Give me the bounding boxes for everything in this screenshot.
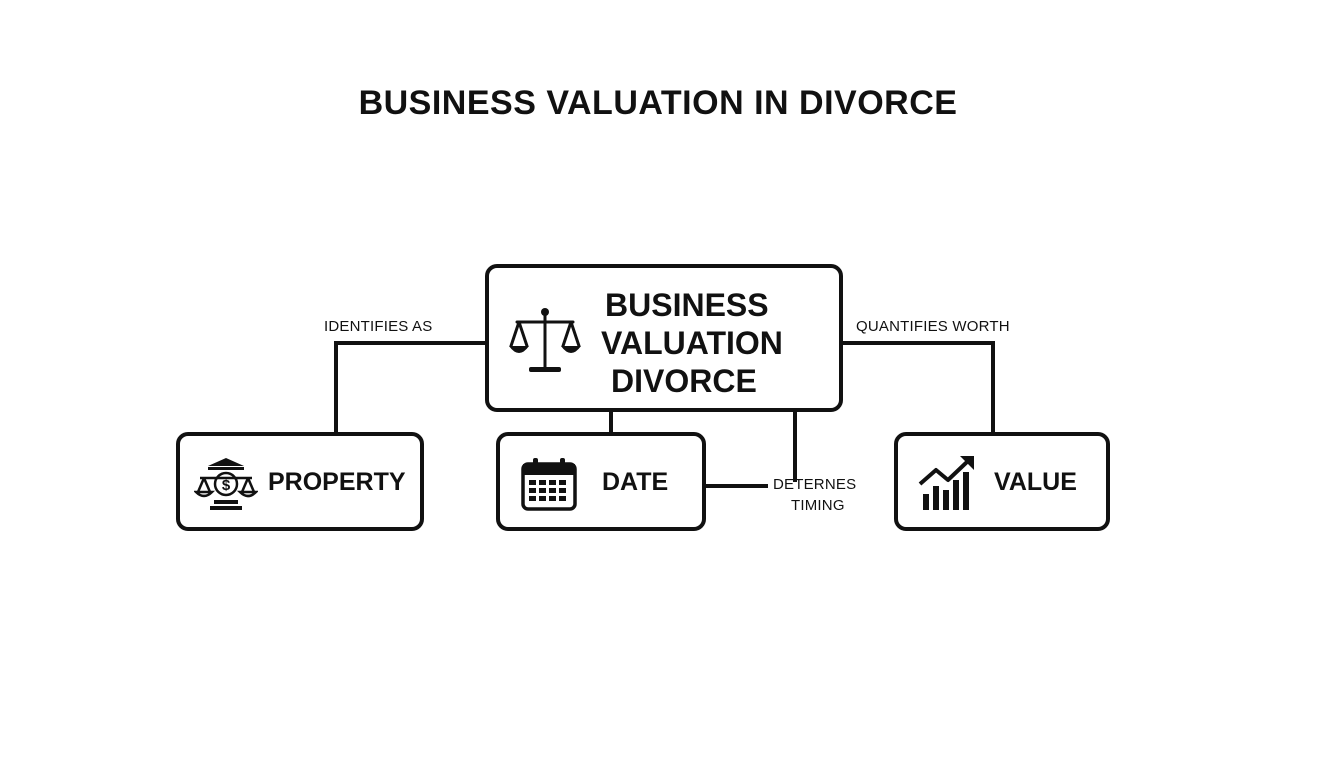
edge-label-determines-line1: DETERNES: [773, 476, 857, 493]
svg-text:$: $: [222, 477, 231, 494]
property-node-label: PROPERTY: [268, 468, 406, 496]
edge-label-determines-line2: TIMING: [791, 497, 845, 514]
center-node-box: BUSINESS VALUATION DIVORCE: [485, 264, 843, 412]
edge-label-identifies: IDENTIFIES AS: [324, 318, 433, 335]
center-node-line3: DIVORCE: [611, 363, 757, 399]
connector-identifies: [334, 341, 487, 434]
property-node-box: $ PROPERTY: [176, 432, 424, 531]
date-node-label: DATE: [602, 468, 669, 496]
bank-dollar-scales-icon: $: [192, 456, 260, 512]
diagram-title: BUSINESS VALUATION IN DIVORCE: [358, 84, 958, 122]
value-node-box: VALUE: [894, 432, 1110, 531]
growth-chart-icon: [918, 454, 978, 512]
scales-of-justice-icon: [507, 304, 583, 376]
center-node-line2: VALUATION: [601, 325, 783, 361]
calendar-icon: [520, 456, 578, 512]
value-node-label: VALUE: [994, 468, 1077, 496]
center-node-label: BUSINESS VALUATION DIVORCE: [601, 286, 783, 400]
center-node-line1: BUSINESS: [605, 287, 769, 323]
connector-quantifies: [843, 341, 995, 434]
edge-label-quantifies: QUANTIFIES WORTH: [856, 318, 1010, 335]
date-node-box: DATE: [496, 432, 706, 531]
